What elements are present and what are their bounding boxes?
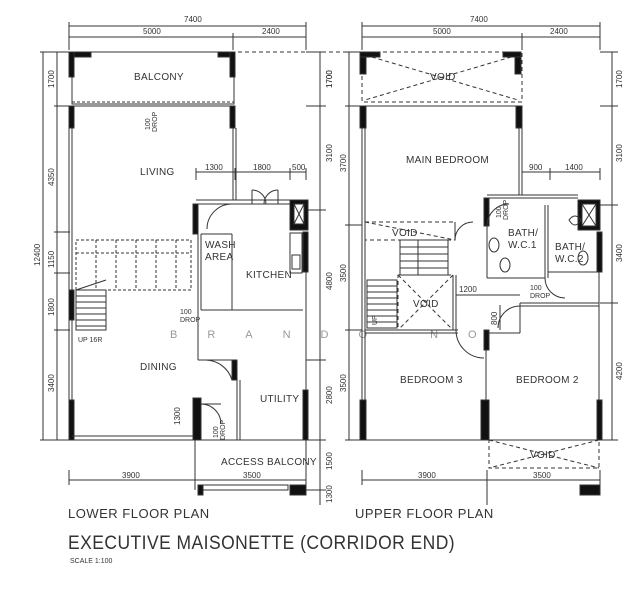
dim-lower-r2: 4800 [325, 272, 334, 290]
dim-upper-l2: 3700 [339, 154, 348, 172]
room-access-balcony: ACCESS BALCONY [221, 457, 317, 468]
dim-lower-r0: 1700 [325, 70, 334, 88]
dim-upper-w2: 2400 [550, 27, 568, 36]
stair-up-label: UP 16R [78, 337, 102, 344]
drop-note-2b: DROP [180, 317, 201, 324]
room-bath-2-line1: BATH/ [555, 242, 585, 253]
dim-upper-total-width: 7400 [470, 15, 488, 24]
upper-drop-note-2b: DROP [530, 293, 551, 300]
room-bath-1-line2: W.C.1 [508, 240, 537, 251]
upper-drop-note-2a: 100 [530, 285, 542, 292]
drop-note-1a: 100 [145, 118, 152, 130]
dim-lower-util: 1300 [173, 407, 182, 425]
stair-up-label-upper: UP [372, 315, 379, 325]
room-bath-1-line1: BATH/ [508, 228, 538, 239]
dim-lower-l2: 4350 [47, 168, 56, 186]
drop-note-3a: 100 [213, 426, 220, 438]
dim-lower-r4: 1500 [325, 452, 334, 470]
dim-upper-w1: 5000 [433, 27, 451, 36]
drawing-scale: SCALE 1:100 [70, 558, 113, 565]
dim-lower-l3: 1150 [47, 250, 56, 268]
upper-dimension-labels: 7400 5000 2400 900 1400 1200 800 3900 35… [325, 15, 624, 480]
room-wash-area: AREA [205, 252, 233, 263]
room-bedroom-3: BEDROOM 3 [400, 375, 463, 386]
room-void-bottom: VOID [530, 450, 556, 461]
room-kitchen: KITCHEN [246, 270, 292, 281]
room-bedroom-2: BEDROOM 2 [516, 375, 579, 386]
room-dining: DINING [140, 362, 177, 373]
dim-upper-d1: 3900 [418, 471, 436, 480]
dim-upper-d2: 3500 [533, 471, 551, 480]
dim-lower-r1: 3100 [325, 144, 334, 162]
dim-upper-l3: 3500 [339, 264, 348, 282]
lower-dimension-labels: 7400 5000 2400 1300 1800 500 3900 3500 1… [33, 15, 334, 503]
room-wash: WASH [205, 240, 236, 251]
drawing-title: EXECUTIVE MAISONETTE (CORRIDOR END) [68, 533, 456, 554]
upper-drop-note-1b: DROP [503, 199, 510, 220]
dim-lower-w1: 5000 [143, 27, 161, 36]
dim-lower-b1: 3900 [122, 471, 140, 480]
dim-lower-k1: 1300 [205, 163, 223, 172]
lower-floor-plan [40, 22, 326, 505]
room-void-center: VOID [413, 299, 439, 310]
upper-drop-note-1a: 100 [496, 206, 503, 218]
upper-floor-plan [238, 22, 618, 505]
dim-lower-k2: 1800 [253, 163, 271, 172]
room-void-stair: VOID [392, 228, 418, 239]
room-utility: UTILITY [260, 394, 299, 405]
dim-lower-r5: 1300 [325, 485, 334, 503]
room-living: LIVING [140, 167, 175, 178]
dim-lower-k3: 500 [292, 163, 306, 172]
dim-upper-r1: 3100 [615, 144, 624, 162]
lower-room-labels: BALCONY LIVING WASH AREA KITCHEN DINING … [78, 72, 317, 468]
dim-upper-l1-left: 1700 [325, 70, 334, 88]
room-void-top: VOID [430, 72, 456, 83]
drop-note-3b: DROP [220, 419, 227, 440]
room-bath-2-line2: W.C.2 [555, 254, 584, 265]
dim-lower-r3: 2800 [325, 386, 334, 404]
dim-upper-b1: 900 [529, 163, 543, 172]
dim-upper-b2: 1400 [565, 163, 583, 172]
dim-upper-r2: 3400 [615, 244, 624, 262]
dim-upper-l1-right: 1700 [615, 70, 624, 88]
watermark-text: BRANDO NO [170, 329, 507, 341]
dim-lower-l1: 1700 [47, 70, 56, 88]
lower-floor-plan-title: LOWER FLOOR PLAN [68, 506, 210, 521]
drop-note-1b: DROP [152, 111, 159, 132]
dim-upper-c2: 800 [490, 311, 499, 325]
dim-lower-l4: 1800 [47, 298, 56, 316]
dim-lower-w2: 2400 [262, 27, 280, 36]
dim-lower-b2: 3500 [243, 471, 261, 480]
upper-floor-plan-title: UPPER FLOOR PLAN [355, 506, 494, 521]
dim-lower-total-height: 12400 [33, 243, 42, 266]
room-main-bedroom: MAIN BEDROOM [406, 155, 489, 166]
dim-upper-c1: 1200 [459, 285, 477, 294]
dim-lower-total-width: 7400 [184, 15, 202, 24]
dim-lower-l5: 3400 [47, 374, 56, 392]
dim-upper-l4: 3500 [339, 374, 348, 392]
dim-upper-r3: 4200 [615, 362, 624, 380]
upper-room-labels: VOID MAIN BEDROOM VOID VOID BATH/ W.C.1 … [372, 72, 585, 461]
drop-note-2a: 100 [180, 309, 192, 316]
room-balcony: BALCONY [134, 72, 184, 83]
